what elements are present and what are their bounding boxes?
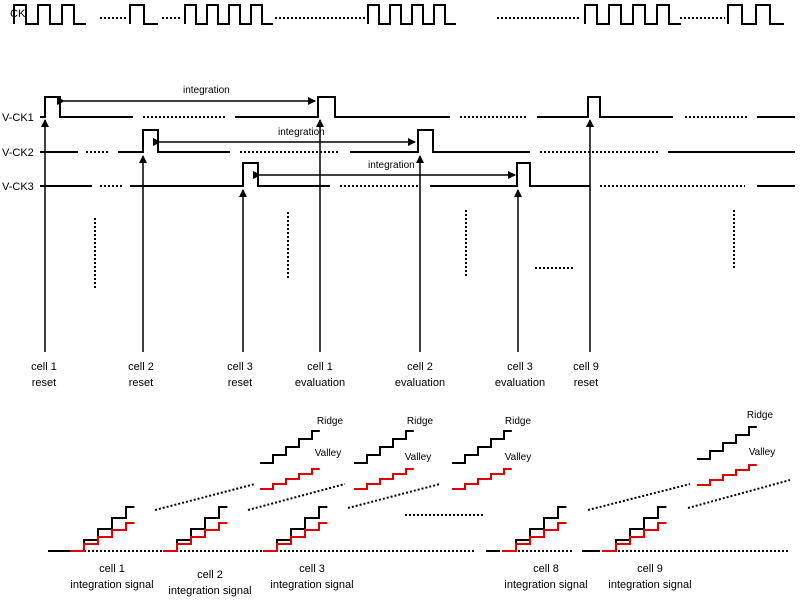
vck2-label: V-CK2 [2,147,34,159]
ck-waveform [13,4,784,25]
ridge-label-3: Ridge [505,416,532,427]
valley-label-3: Valley [505,452,532,463]
vck1-label: V-CK1 [2,112,34,124]
integration-label-3: integration [368,160,415,171]
ridge-label-1: Ridge [317,416,344,427]
ridge-valley-labels: Ridge Valley Ridge Valley Ridge Valley R… [315,410,776,463]
vck2-waveform [40,129,795,153]
valley-label-2: Valley [405,452,432,463]
vck3-waveform [40,162,795,187]
valley-label-1: Valley [315,448,342,459]
valley-label-4: Valley [749,447,776,458]
ridge-staircase-upper-c [452,430,512,464]
valley-staircase-upper-c [452,468,512,490]
vck3-label: V-CK3 [2,181,34,193]
ridge-staircase-upper-a [260,430,320,464]
integration-label-1: integration [183,85,230,96]
event-arrows [41,119,594,352]
valley-staircase-upper-b [354,468,414,490]
ridge-staircase-upper-d [697,426,757,460]
ridge-label-4: Ridge [747,410,774,421]
ck-label: CK [10,8,26,20]
vck1-waveform [40,96,795,118]
valley-staircase-cell2 [163,522,228,552]
valley-staircase-cell9 [602,522,667,552]
valley-staircase-cell8 [502,522,567,552]
valley-staircase-cell1 [70,522,135,552]
integration-label-2: integration [278,127,325,138]
vertical-dots [94,210,735,290]
integration-arrows [57,97,516,179]
ridge-label-2: Ridge [407,416,434,427]
valley-staircase-upper-d [697,464,757,486]
ridge-staircase-upper-b [354,430,414,464]
signal-connectors [154,479,791,516]
integration-staircases [70,426,757,552]
valley-staircase-cell3 [263,522,328,552]
valley-staircase-upper-a [260,468,320,490]
